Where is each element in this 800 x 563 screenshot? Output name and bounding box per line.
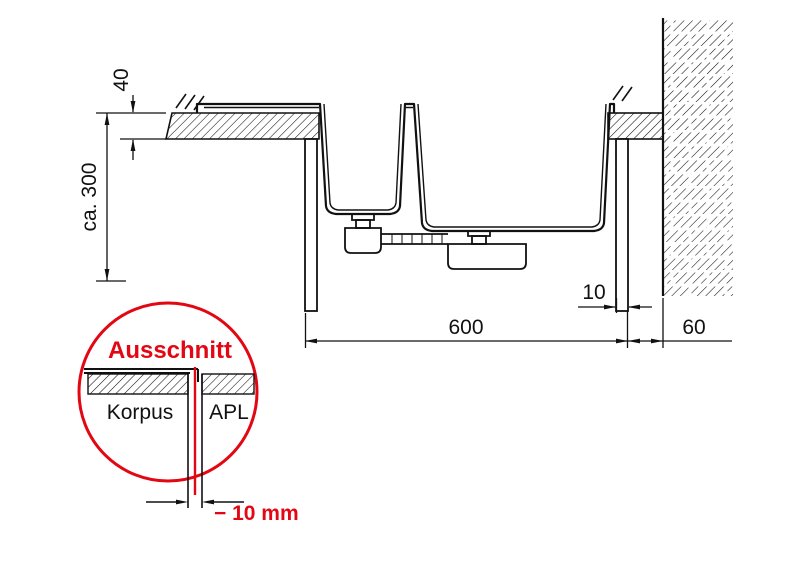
cabinet-panel-right (615, 138, 629, 312)
dimension-arrows (104, 101, 663, 344)
cutout-detail: Ausschnitt Korpus APL − 10 mm (77, 301, 299, 525)
small-bowl-tailpiece (355, 219, 371, 229)
large-bowl-inner-wall (417, 103, 607, 228)
countertop-right-slab (607, 112, 664, 140)
detail-slab-left (87, 373, 189, 395)
offset-dimension-arrows (176, 499, 214, 505)
countertop-left-slab (164, 112, 320, 140)
cabinet-panel-left (304, 138, 318, 312)
brick-wall (661, 18, 733, 296)
connecting-pipe (381, 233, 448, 245)
detail-title: Ausschnitt (108, 337, 232, 364)
dim-40-label: 40 (110, 68, 133, 91)
countertop (164, 112, 664, 140)
apl-label: APL (209, 401, 249, 424)
detail-slab-right (201, 373, 255, 395)
fixing-marks (175, 85, 633, 111)
dim-600-label: 600 (448, 316, 483, 339)
large-bowl-trap (447, 243, 527, 270)
sink-outline (195, 102, 616, 233)
detail-section (84, 367, 255, 508)
large-bowl-tailpiece (471, 235, 487, 245)
korpus-label: Korpus (107, 401, 174, 424)
minus-10mm-label: − 10 mm (214, 502, 299, 525)
small-bowl-trap (344, 227, 382, 254)
pipe-corrugations (391, 234, 443, 244)
dim-60-label: 60 (682, 316, 705, 339)
sink-profile (195, 102, 616, 233)
drain-assembly (344, 214, 527, 270)
small-bowl-inner-wall (323, 103, 402, 211)
dim-10-label: 10 (582, 281, 605, 304)
detail-sink-rim (84, 368, 199, 382)
dim-300-label: ca. 300 (78, 163, 101, 232)
